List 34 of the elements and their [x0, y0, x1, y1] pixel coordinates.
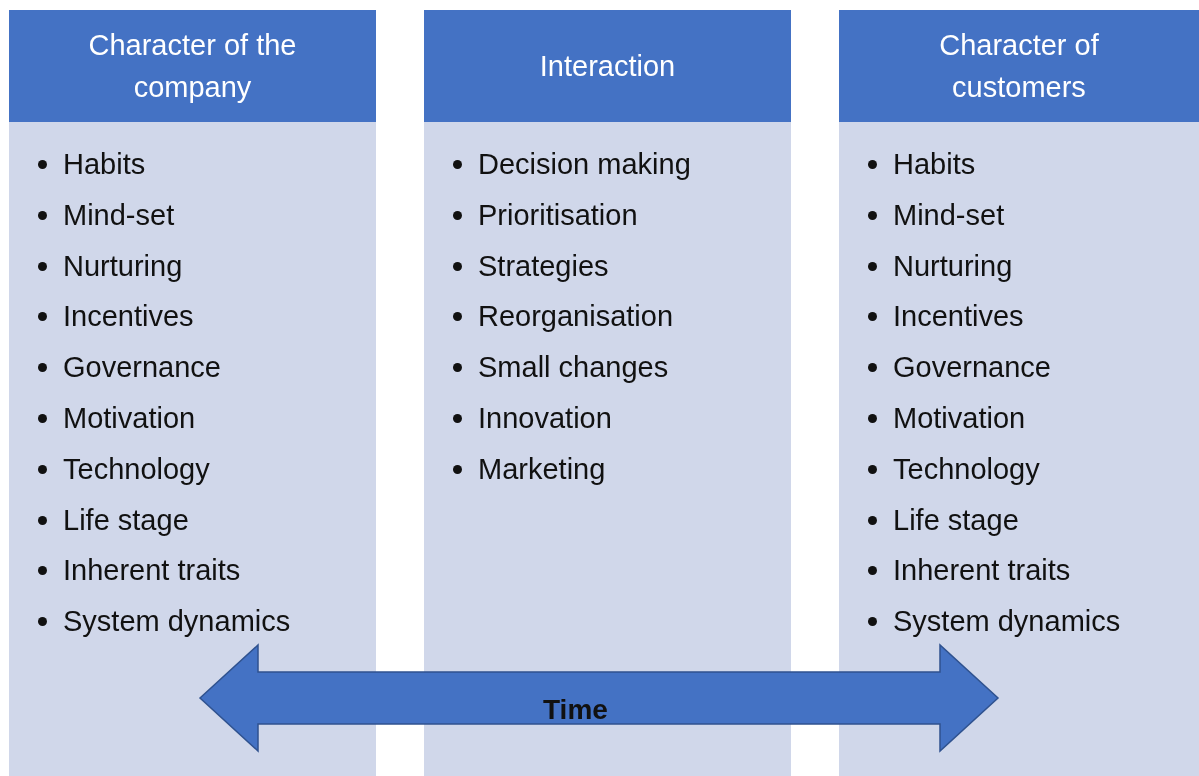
- column-header: Character of customers: [839, 10, 1199, 122]
- column-header: Interaction: [424, 10, 791, 122]
- list-item: Strategies: [478, 248, 609, 284]
- column-panel: [424, 10, 791, 776]
- column-header: Character of the company: [9, 10, 376, 122]
- list-item: Nurturing: [893, 248, 1013, 284]
- list-item: Governance: [63, 350, 221, 386]
- list-item: Incentives: [893, 299, 1024, 335]
- list-item: Innovation: [478, 401, 612, 436]
- column-panel: [9, 10, 376, 776]
- list-item: Motivation: [63, 401, 196, 436]
- list-item: Governance: [893, 350, 1051, 386]
- list-item: Habits: [893, 147, 976, 182]
- list-item: System dynamics: [893, 604, 1121, 640]
- list-item: Habits: [63, 147, 146, 182]
- list-item: Technology: [63, 451, 210, 487]
- list-item: Mind-set: [63, 197, 175, 233]
- list-item: Motivation: [893, 401, 1026, 436]
- list-item: Reorganisation: [478, 299, 674, 335]
- list-item: Technology: [893, 451, 1040, 487]
- list-item: Nurturing: [63, 248, 183, 284]
- list-item: Inherent traits: [63, 553, 241, 589]
- list-item: Prioritisation: [478, 197, 638, 233]
- axis-label: Time: [543, 694, 608, 726]
- column-panel: [839, 10, 1199, 776]
- list-item: Mind-set: [893, 197, 1005, 233]
- list-item: Life stage: [893, 502, 1019, 538]
- list-item: Inherent traits: [893, 553, 1071, 589]
- list-item: Decision making: [478, 147, 691, 182]
- list-item: System dynamics: [63, 604, 291, 640]
- list-item: Small changes: [478, 350, 669, 386]
- list-item: Incentives: [63, 299, 194, 335]
- list-item: Marketing: [478, 451, 606, 487]
- list-item: Life stage: [63, 502, 189, 538]
